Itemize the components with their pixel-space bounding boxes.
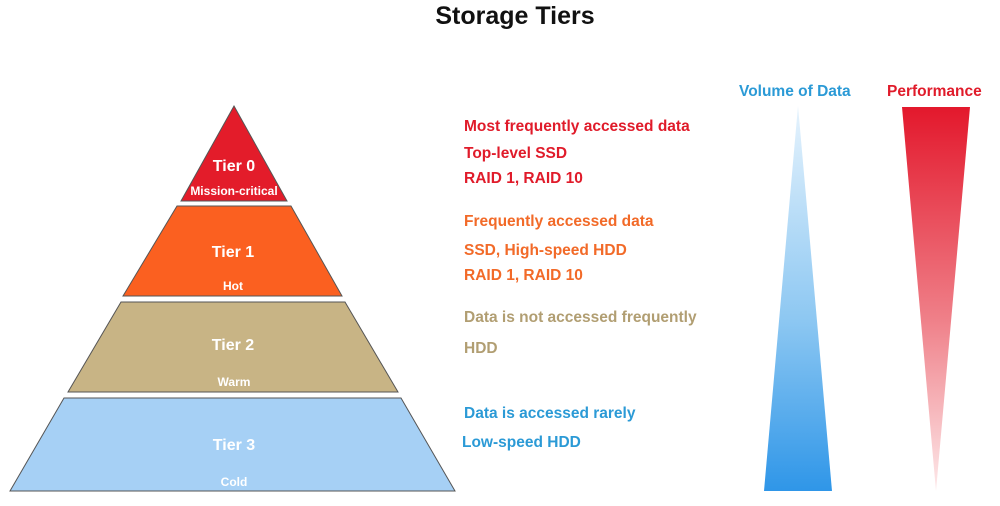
tier-0-shape bbox=[180, 104, 288, 202]
tier-1-label: Hot bbox=[223, 279, 243, 293]
diagram-title: Storage Tiers bbox=[435, 2, 595, 30]
performance-label: Performance bbox=[887, 83, 982, 100]
tier-3-desc-2: Low-speed HDD bbox=[462, 434, 581, 451]
tier-0-desc-3: RAID 1, RAID 10 bbox=[464, 170, 583, 187]
volume-of-data-label: Volume of Data bbox=[739, 83, 851, 100]
tier-3-shape bbox=[9, 397, 456, 492]
tier-1-desc-1: Frequently accessed data bbox=[464, 213, 654, 230]
tier-0-label: Mission-critical bbox=[190, 184, 277, 198]
tier-1-desc-2: SSD, High-speed HDD bbox=[464, 242, 627, 259]
tier-0-desc-1: Most frequently accessed data bbox=[464, 118, 690, 135]
tier-2-name: Tier 2 bbox=[212, 337, 255, 354]
tier-2-desc-1: Data is not accessed frequently bbox=[464, 309, 697, 326]
tier-2-desc-2: HDD bbox=[464, 340, 498, 357]
tier-3-name: Tier 3 bbox=[213, 437, 256, 454]
volume-wedge bbox=[764, 106, 832, 491]
tier-3-label: Cold bbox=[221, 475, 248, 489]
tier-1-name: Tier 1 bbox=[212, 244, 255, 261]
tier-2-label: Warm bbox=[218, 375, 251, 389]
tier-1-shape bbox=[122, 205, 343, 297]
tier-3-desc-1: Data is accessed rarely bbox=[464, 405, 636, 422]
performance-wedge bbox=[902, 107, 970, 491]
tier-0-name: Tier 0 bbox=[213, 158, 256, 175]
tier-1-desc-3: RAID 1, RAID 10 bbox=[464, 267, 583, 284]
tier-2-shape bbox=[67, 301, 399, 393]
tier-0-desc-2: Top-level SSD bbox=[464, 145, 568, 162]
